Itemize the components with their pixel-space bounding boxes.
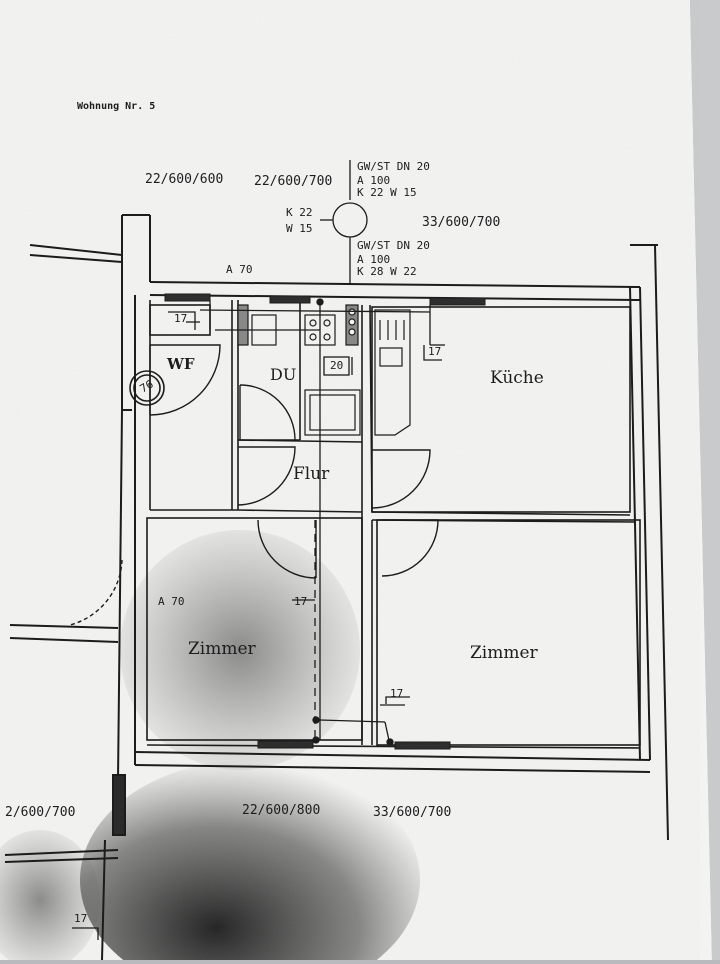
riser-side-w: W 15 (286, 222, 313, 235)
paper-noise (0, 0, 700, 960)
marker-17-b: 17 (428, 345, 442, 358)
marker-17-e: 17 (74, 912, 88, 925)
marker-17-c: 17 (294, 595, 308, 608)
riser-lower-line2: A 100 (357, 253, 391, 266)
dimension-a70-top: A 70 (226, 263, 253, 276)
riser-upper-line1: GW/ST DN 20 (357, 160, 430, 173)
room-zimmer-right: Zimmer (470, 643, 538, 663)
room-wf: WF (167, 355, 195, 373)
radiators (164, 293, 486, 750)
fixtures (237, 304, 411, 436)
riser-lower-line1: GW/ST DN 20 (357, 239, 430, 252)
spec-bottom-left: 2/600/700 (5, 805, 76, 820)
door-swings (69, 344, 439, 626)
spec-bottom-center: 22/600/800 (242, 803, 321, 818)
exterior-walls (4, 214, 669, 961)
spec-top-left-2: 22/600/700 (254, 174, 333, 189)
marker-20: 20 (330, 359, 344, 372)
room-du: DU (270, 365, 297, 384)
spec-top-left-1: 22/600/600 (145, 172, 224, 187)
pipe-lines (72, 160, 445, 940)
wf-meter (129, 370, 165, 406)
document-title: Wohnung Nr. 5 (77, 101, 156, 112)
riser-upper-line2: A 100 (357, 174, 391, 187)
room-kueche: Küche (490, 368, 544, 388)
marker-17-d: 17 (390, 687, 404, 700)
riser-lower-line3: K 28 W 22 (357, 265, 417, 278)
riser-side-k: K 22 (286, 206, 313, 219)
room-zimmer-left: Zimmer (188, 639, 256, 659)
dimension-a70-left: A 70 (158, 595, 185, 608)
marker-17-a: 17 (174, 312, 188, 325)
room-flur: Flur (293, 464, 330, 484)
spec-bottom-right: 33/600/700 (373, 805, 452, 820)
spec-top-right: 33/600/700 (422, 215, 501, 230)
riser-upper-line3: K 22 W 15 (357, 186, 417, 199)
